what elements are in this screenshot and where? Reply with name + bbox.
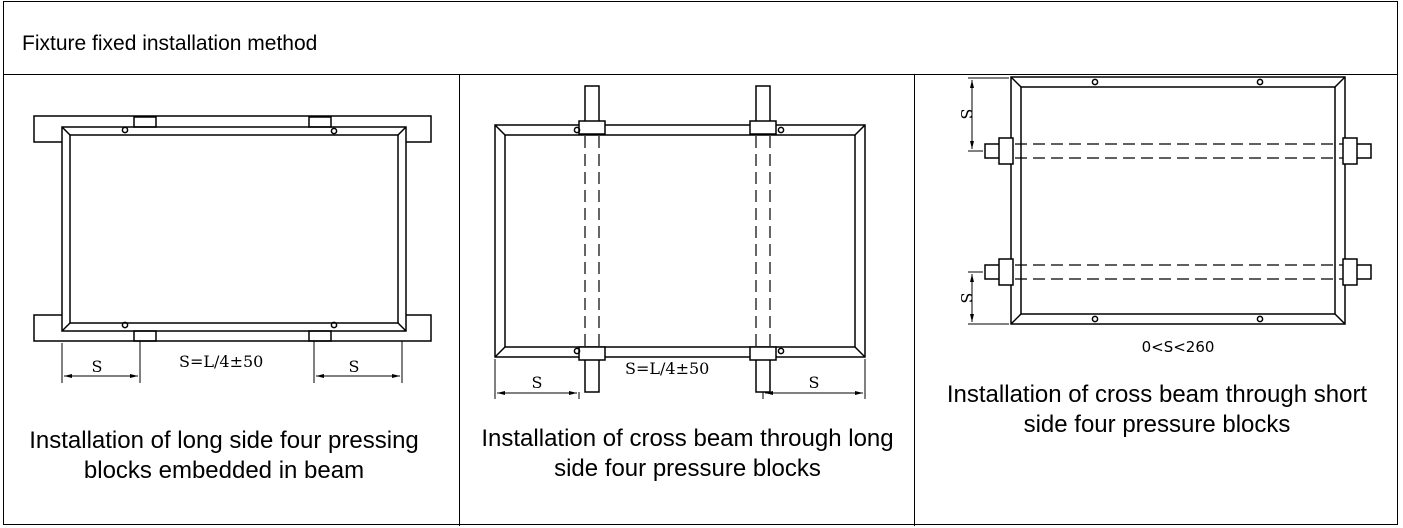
dimension-formula: S=L/4±50: [625, 359, 709, 378]
s-label: S: [349, 357, 360, 376]
press-block: [308, 116, 332, 128]
diagram-cross-beam-long-side: S S S=L/4±50: [494, 85, 866, 399]
frame-inner: [1020, 86, 1336, 315]
pressure-block: [998, 258, 1014, 286]
pressure-block: [1342, 137, 1358, 165]
pressure-block: [578, 346, 606, 361]
s-label: S: [92, 357, 103, 376]
frame-outer: [61, 126, 407, 332]
panel-caption: Installation of cross beam through short…: [946, 381, 1368, 438]
frame-outer: [494, 124, 866, 358]
frame-outer: [1010, 76, 1346, 325]
pressure-block: [749, 120, 777, 135]
pressure-block: [998, 137, 1014, 165]
pressure-block: [749, 346, 777, 361]
press-block: [133, 330, 157, 342]
panel-cross-beam-long-side: S S S=L/4±50 Installation of cross beam …: [460, 74, 915, 526]
s-label: S: [957, 109, 976, 120]
frame-inner: [69, 134, 399, 324]
cross-beam-end: [755, 358, 771, 393]
cross-beam-end: [584, 358, 600, 393]
table-header: Fixture fixed installation method: [4, 2, 1397, 75]
frame-inner: [504, 134, 856, 348]
pressure-block: [578, 120, 606, 135]
panel-caption: Installation of cross beam through long …: [481, 425, 894, 482]
press-block: [308, 330, 332, 342]
pressure-block: [1342, 258, 1358, 286]
s-label: S: [957, 293, 976, 304]
installation-table: Fixture fixed installation method: [3, 1, 1399, 526]
diagram-cross-beam-short-side: S S 0<S<260: [957, 76, 1372, 356]
panel-long-side-embedded: S S S=L/4±50 Installation of long side f…: [4, 74, 460, 526]
diagram-long-side-embedded: S S S=L/4±50: [33, 115, 432, 383]
dimension-range: 0<S<260: [1142, 338, 1215, 356]
s-label: S: [809, 373, 820, 392]
s-label: S: [532, 373, 543, 392]
press-block: [133, 116, 157, 128]
panel-cross-beam-short-side: S S 0<S<260 Installation of cross beam t…: [915, 74, 1399, 526]
cross-beam-end: [584, 85, 600, 123]
panel-caption: Installation of long side four pressing …: [29, 427, 419, 484]
table-title: Fixture fixed installation method: [22, 32, 318, 55]
dimension-formula: S=L/4±50: [179, 352, 263, 371]
cross-beam-end: [755, 85, 771, 123]
